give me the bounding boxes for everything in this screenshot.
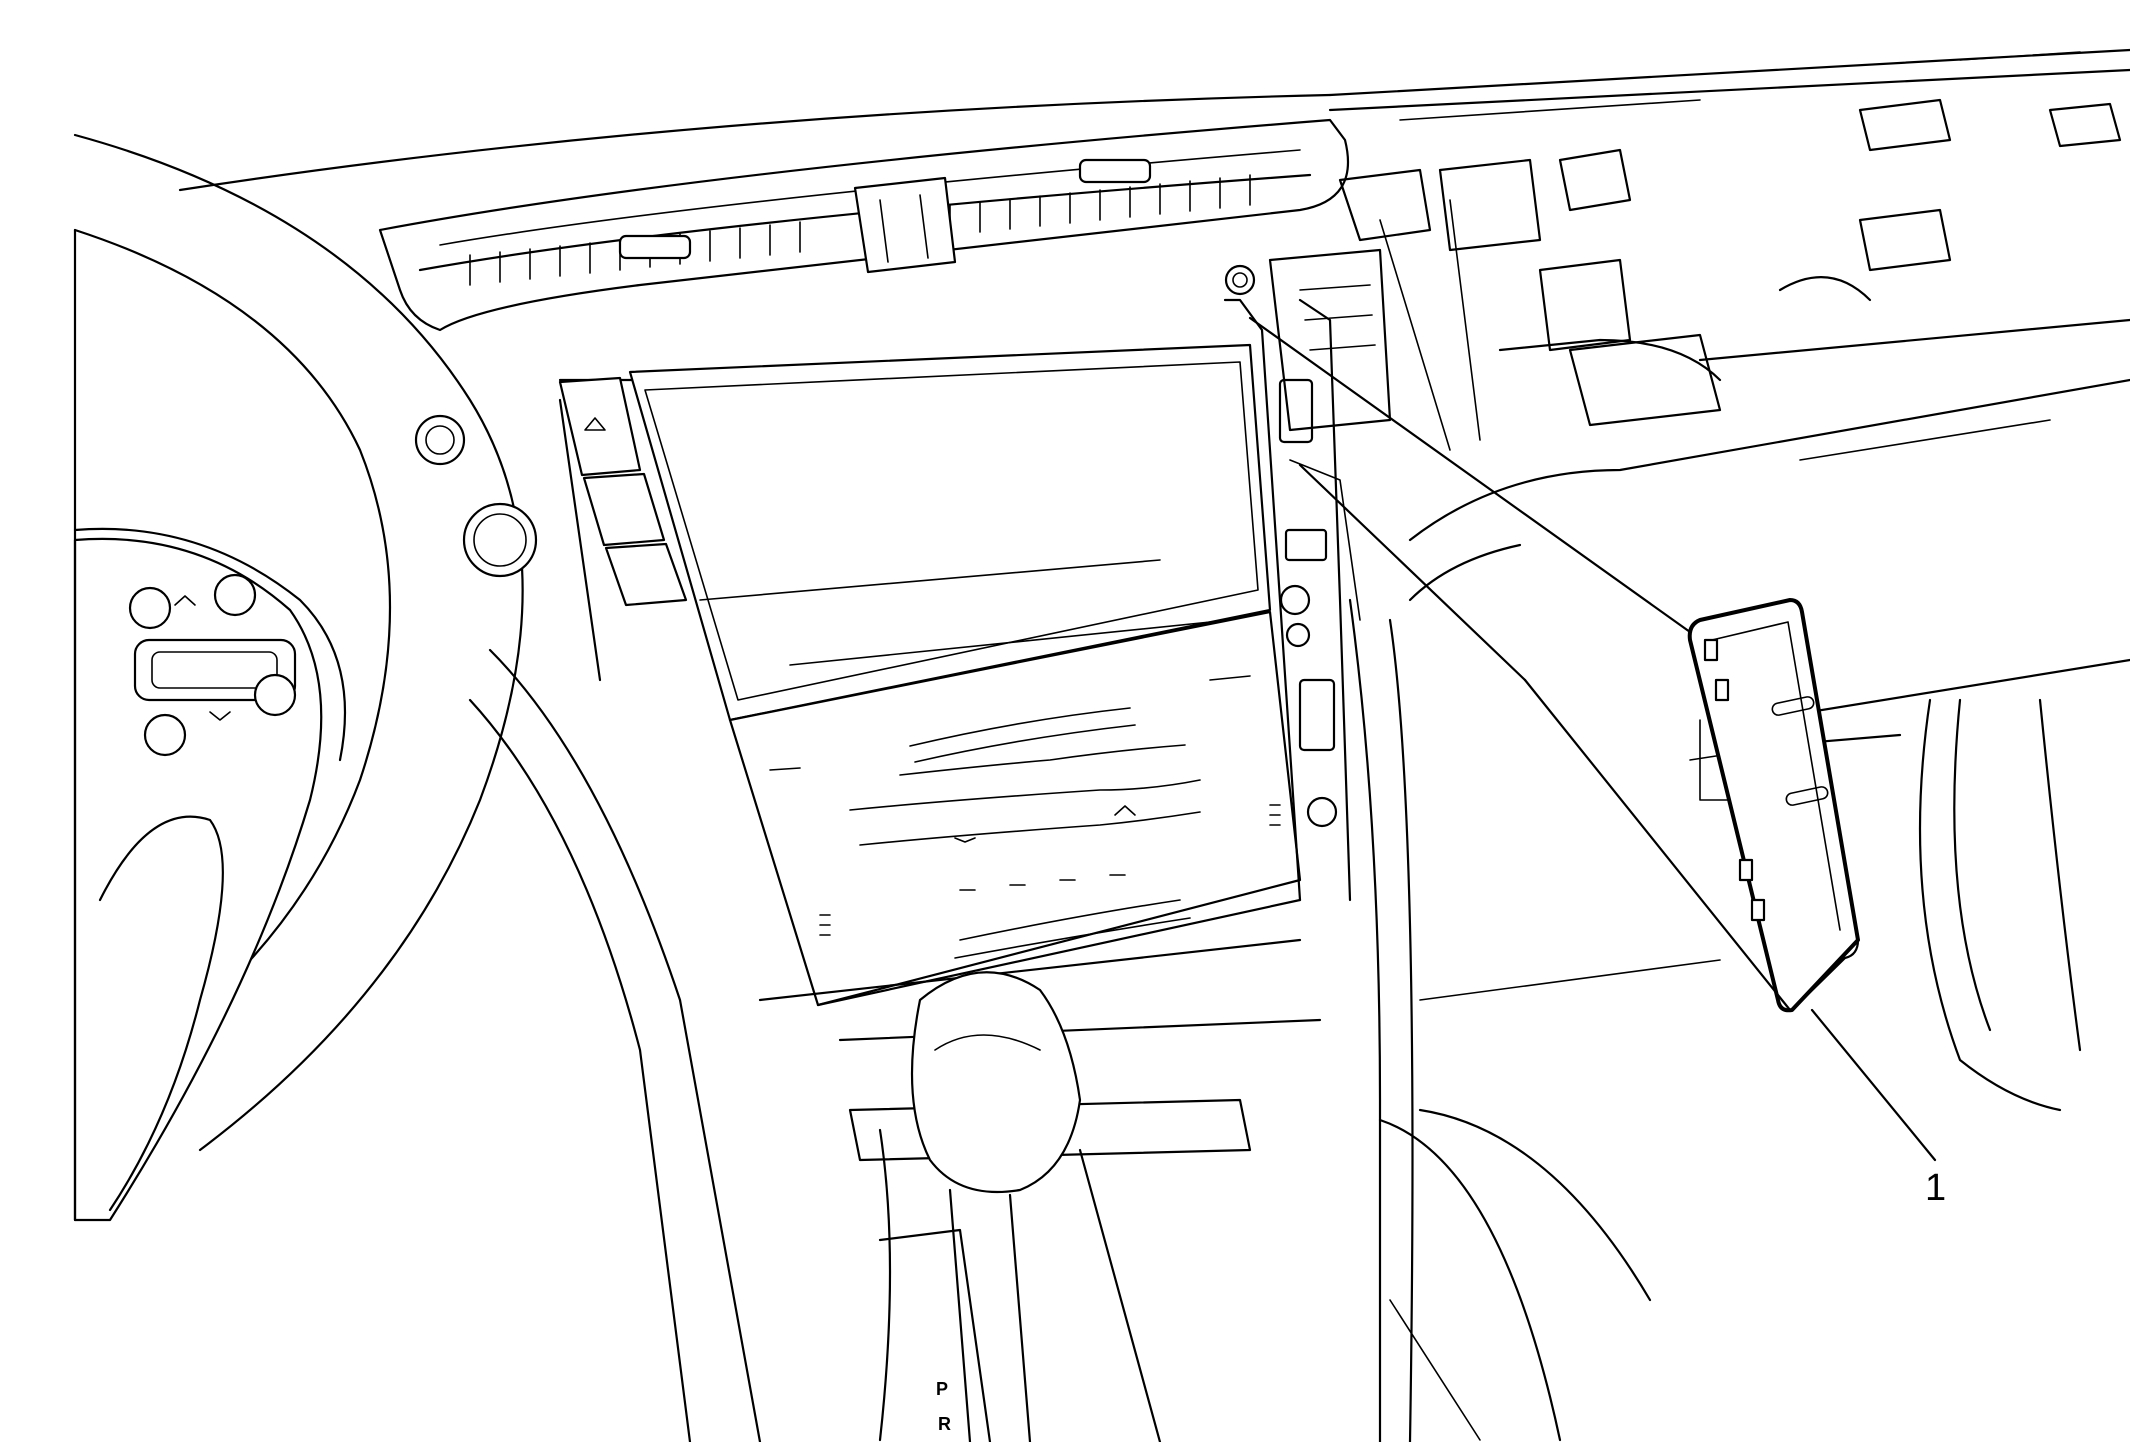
callout-1-label: 1 [1925,1167,1946,1209]
callout-1-leader [1810,1008,1937,1162]
callout-1: 1 [1810,1008,1946,1209]
hazard-button-strip [558,376,688,607]
removed-switch-module [1687,598,1860,1013]
dashboard-top [178,48,2130,192]
ip-substructure [1268,98,2130,451]
floor-console [758,898,1652,1442]
shifter-letter-r: R [938,1414,951,1434]
exploded-leader-lines [1248,316,1792,1012]
center-air-vent [378,118,1350,332]
center-display [628,343,1272,722]
shifter-letter-p: P [936,1379,948,1399]
shift-lever: P R [878,971,1082,1442]
steering-wheel [73,133,524,1222]
radio-opening-brackets [1223,264,1414,1442]
control-panel [728,610,1302,1007]
